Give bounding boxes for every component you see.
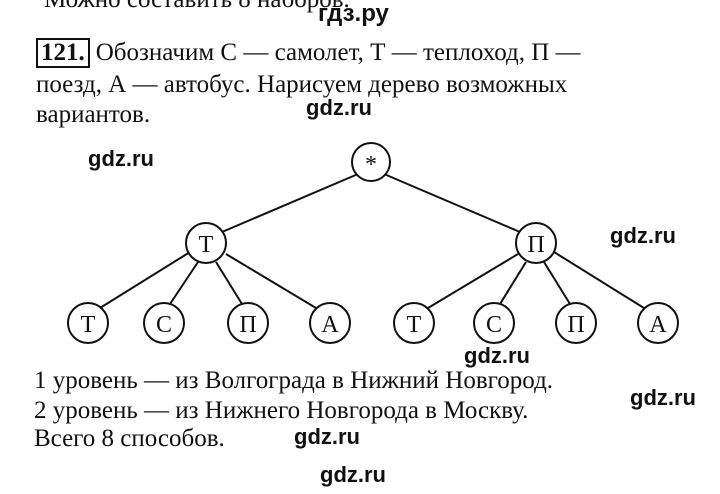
problem-line-3: вариантов.: [36, 101, 151, 128]
node-level2-left-2: [143, 302, 185, 344]
tree-node-labels: * Т П Т С П А Т С П А: [81, 152, 668, 338]
edge-left-4: [225, 253, 317, 309]
node-level2-right-4-label: А: [649, 312, 667, 338]
node-level2-right-1-label: Т: [407, 312, 422, 338]
problem-line-2: поезд, А — автобус. Нарисуем дерево возм…: [36, 71, 568, 98]
node-level2-right-2: [473, 302, 515, 344]
watermark-right-2: gdz.ru: [630, 385, 696, 410]
watermark-inline-1: gdz.ru: [306, 95, 372, 120]
tree-nodes: [67, 142, 679, 344]
edge-right-4: [553, 251, 645, 309]
conclusion-line-3: Всего 8 способов.: [34, 425, 225, 452]
edge-root-left: [221, 173, 359, 233]
node-level2-right-1: [393, 302, 435, 344]
edge-root-right: [383, 173, 521, 233]
node-level2-left-3: [227, 302, 269, 344]
node-level1-right-label: П: [527, 232, 544, 258]
conclusion-line-1: 1 уровень — из Волгограда в Нижний Новго…: [34, 367, 554, 394]
problem-line-1: 121.Обозначим С — самолет, Т — теплоход,…: [36, 38, 581, 68]
node-level2-left-3-label: П: [239, 312, 256, 338]
node-level2-left-2-label: С: [156, 312, 172, 338]
edge-left-2: [169, 261, 199, 305]
edge-right-3: [543, 261, 571, 305]
watermark-bottom: gdz.ru: [320, 462, 386, 487]
node-level2-left-1-label: Т: [81, 312, 96, 338]
node-level2-right-2-label: С: [486, 312, 502, 338]
watermark-inline-2: gdz.ru: [294, 424, 360, 449]
tree-edges: [99, 173, 645, 309]
watermark-left: gdz.ru: [88, 146, 154, 171]
node-level2-right-4: [637, 302, 679, 344]
node-level2-right-3-label: П: [567, 312, 584, 338]
node-level1-left-label: Т: [199, 232, 214, 258]
node-root: [351, 142, 391, 182]
node-level2-left-1: [67, 302, 109, 344]
node-level1-left: [185, 222, 227, 264]
watermark-middle: gdz.ru: [464, 343, 530, 368]
problem-line-1-text: Обозначим С — самолет, Т — теплоход, П —: [95, 39, 581, 66]
edge-right-2: [499, 261, 527, 305]
edge-left-3: [215, 261, 243, 305]
watermark-top: гдз.ру: [318, 0, 389, 27]
node-level1-right: [515, 222, 557, 264]
node-level2-left-4-label: А: [321, 312, 339, 338]
problem-number: 121.: [36, 38, 90, 68]
node-root-label: *: [365, 152, 377, 178]
conclusion-line-2: 2 уровень — из Нижнего Новгорода в Москв…: [34, 397, 529, 424]
cutoff-previous-line: Можно составить 8 наборов.: [44, 0, 350, 14]
node-level2-left-4: [309, 302, 351, 344]
edge-left-1: [99, 251, 191, 309]
node-level2-right-3: [555, 302, 597, 344]
watermark-right-1: gdz.ru: [610, 223, 676, 248]
edge-right-1: [427, 253, 519, 309]
